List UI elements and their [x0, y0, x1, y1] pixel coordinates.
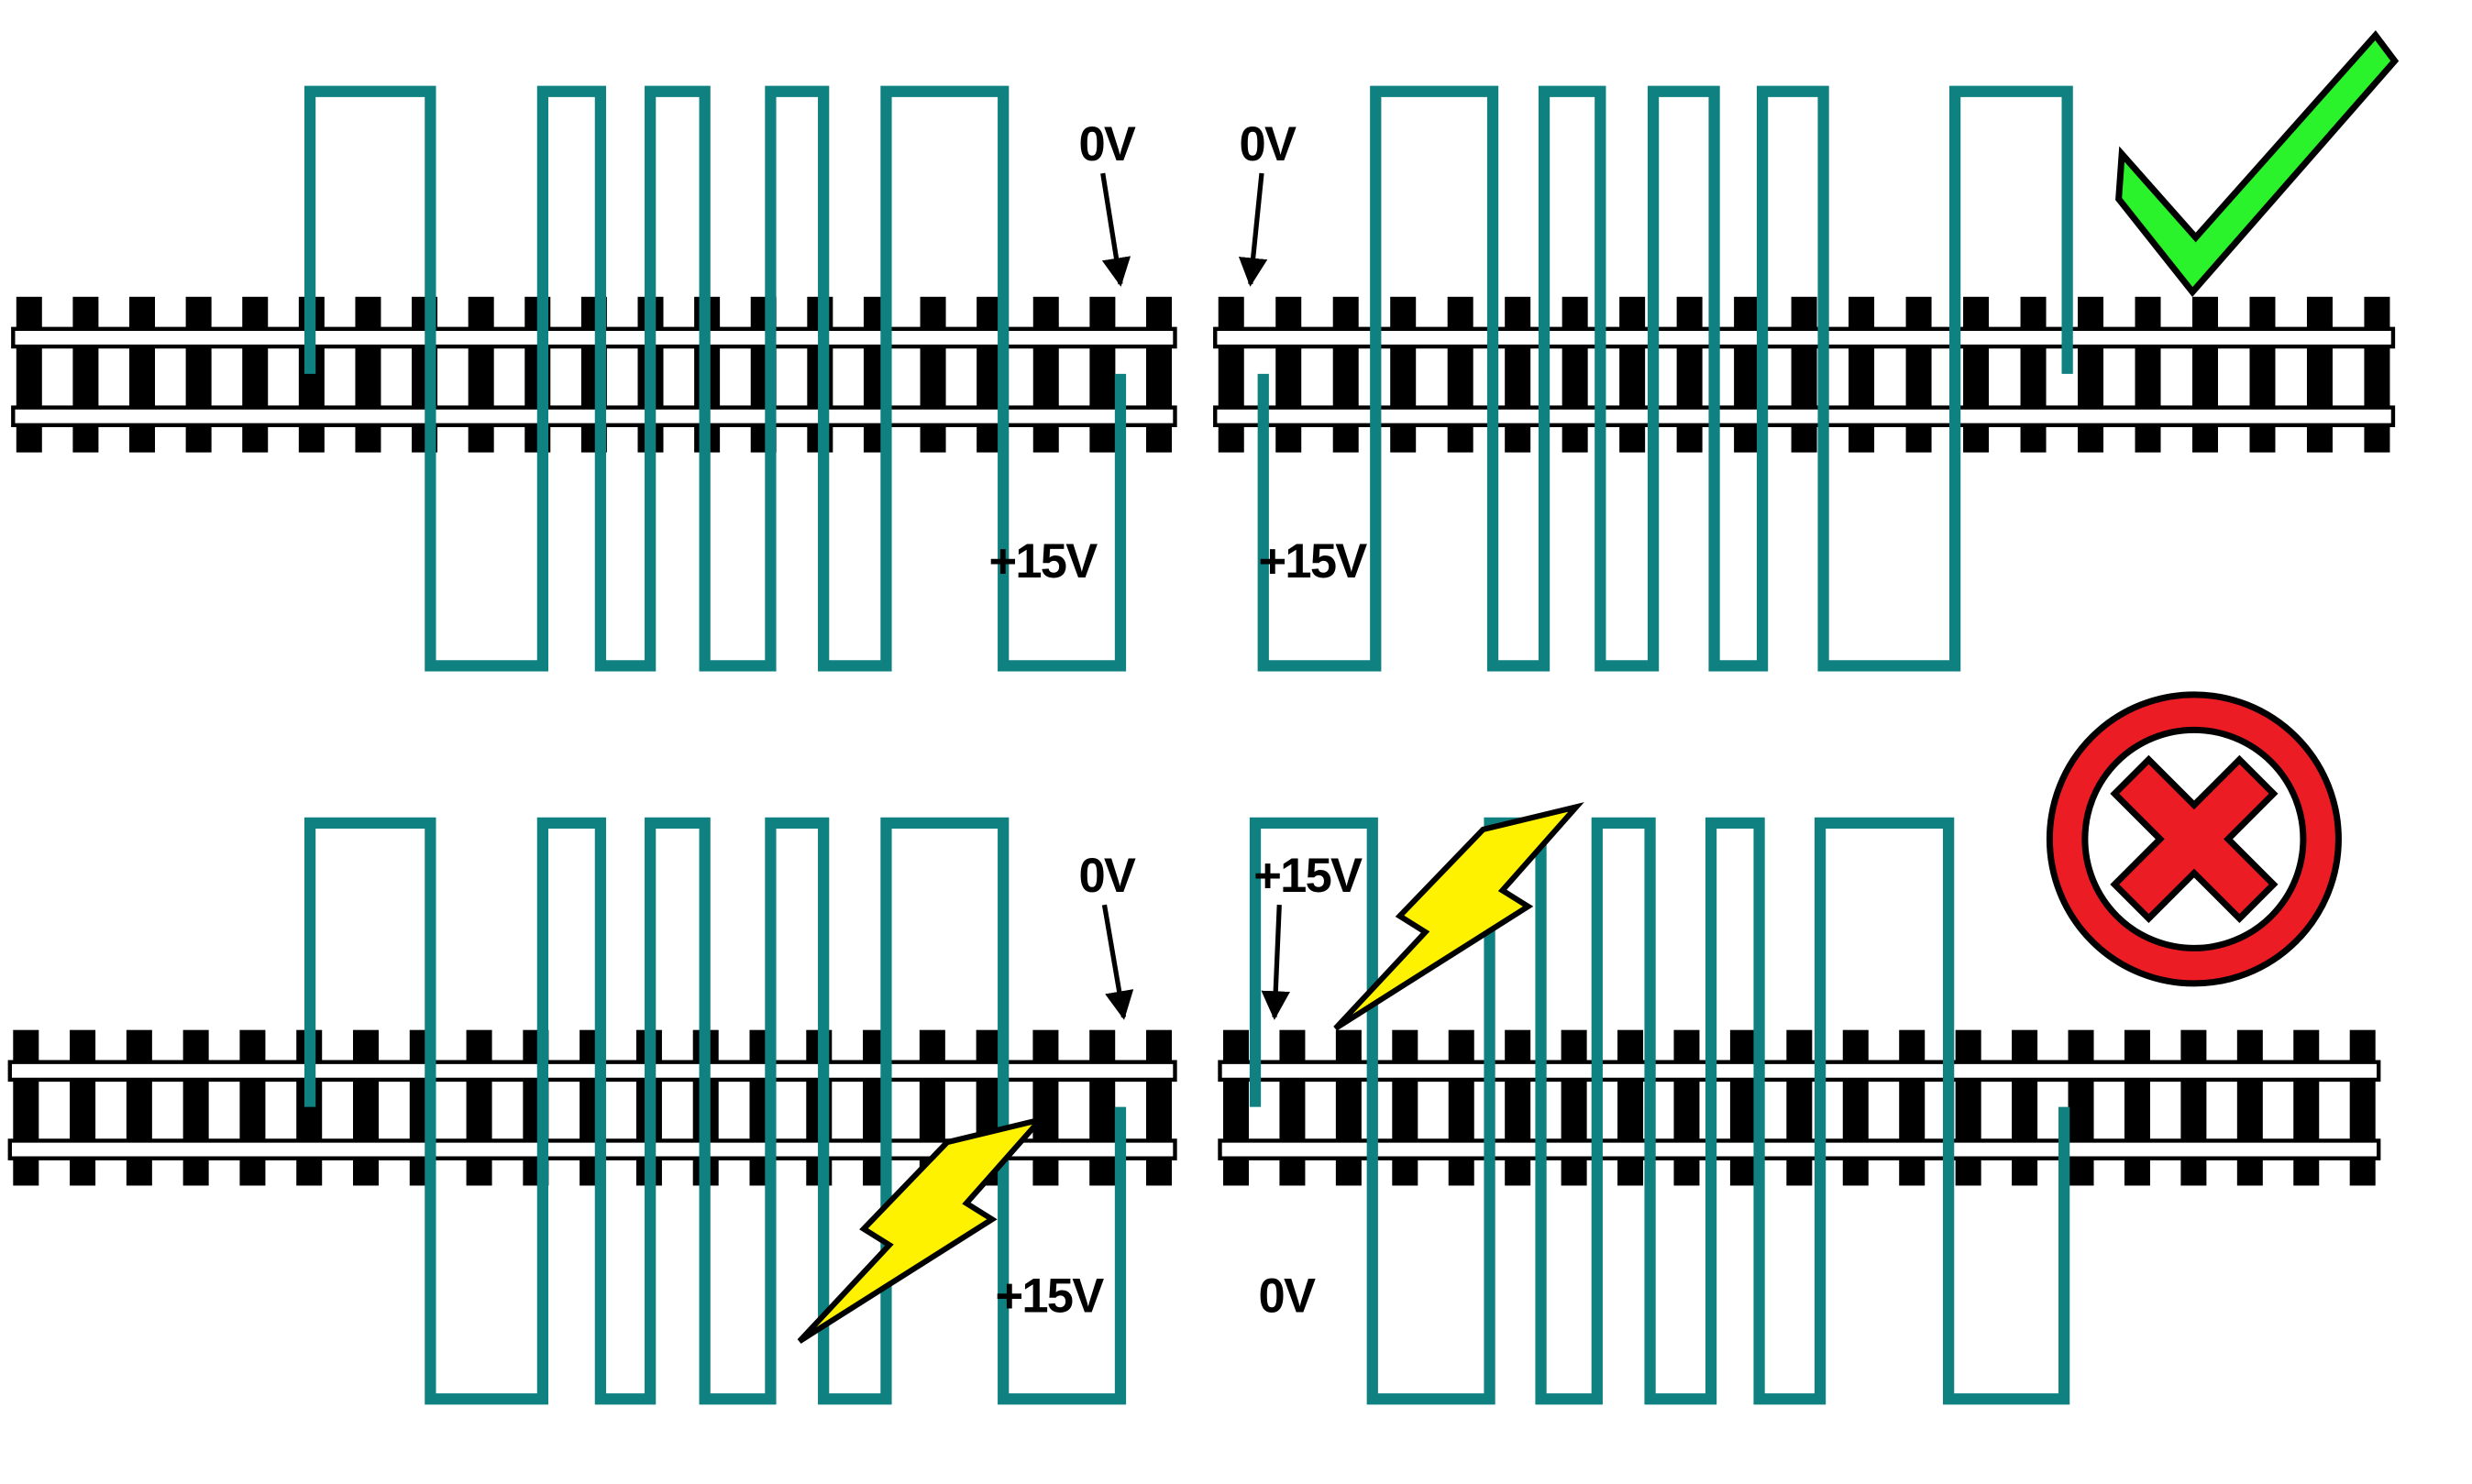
dcc-signal-waveform [303, 817, 1127, 1405]
track-tie [1390, 296, 1417, 453]
track-tie [129, 296, 156, 453]
track-tie [1619, 296, 1646, 453]
track-tie [1145, 1029, 1172, 1186]
track-tie [1145, 296, 1172, 453]
zero-volt-label: 0V [1078, 849, 1135, 903]
track-tie [2012, 1029, 2038, 1186]
lightning-bolt-icon [1333, 802, 1584, 1031]
cross-circle-icon [2046, 691, 2342, 987]
top-left-track: 0V +15V [11, 85, 1177, 672]
track-tie [2135, 296, 2161, 453]
track-tie [1786, 1029, 1813, 1186]
track-tie [1279, 1029, 1306, 1186]
track-tie [242, 296, 269, 453]
track-tie [2020, 296, 2047, 453]
track-tie [2306, 296, 2333, 453]
plus-fifteen-volt-label: +15V [995, 1270, 1104, 1324]
track-tie [1275, 296, 1302, 453]
top-right-track: 0V +15V [1213, 85, 2396, 672]
track-tie [1032, 296, 1059, 453]
track-tie [72, 296, 99, 453]
track-tie [2124, 1029, 2150, 1186]
plus-fifteen-volt-label: +15V [1259, 534, 1368, 588]
check-icon [2115, 29, 2400, 298]
pointer-arrow [1101, 904, 1134, 1020]
pointer-arrow [1100, 172, 1131, 287]
track-tie [1335, 1029, 1362, 1186]
track-tie [355, 296, 381, 453]
track-tie [1222, 1029, 1250, 1186]
rail [1213, 405, 2396, 428]
track-tie [1032, 1029, 1059, 1186]
track-tie [1505, 296, 1531, 453]
zero-volt-label: 0V [1259, 1270, 1316, 1324]
track-tie [1332, 296, 1359, 453]
track-tie [1392, 1029, 1418, 1186]
track-tie [2068, 1029, 2094, 1186]
track-tie [1561, 1029, 1587, 1186]
dcc-signal-waveform [1249, 817, 2070, 1405]
track-tie [2078, 296, 2104, 453]
track-tie [1729, 1029, 1756, 1186]
track-tie [1447, 296, 1473, 453]
track-tie [468, 296, 494, 453]
track-tie [185, 296, 212, 453]
track-panels: 0V +15V 0V +15V 0V +15V +15V 0V [7, 85, 2396, 1405]
track-tie [1448, 1029, 1474, 1186]
plus-fifteen-volt-label: +15V [1253, 849, 1363, 903]
track-tie [1842, 1029, 1869, 1186]
track-tie [1899, 1029, 1926, 1186]
track-tie [2349, 1029, 2376, 1186]
track-tie [1734, 296, 1760, 453]
dcc-signal-waveform [1257, 85, 2073, 672]
status-icons [797, 29, 2400, 1344]
track-tie [1963, 296, 1990, 453]
track-tie [2191, 296, 2218, 453]
pointer-arrow [1261, 905, 1290, 1020]
track-tie [466, 1029, 492, 1186]
track-tie [1848, 296, 1875, 453]
track-tie [1505, 1029, 1531, 1186]
track-tie [70, 1029, 96, 1186]
track-tie [1562, 296, 1588, 453]
bottom-left-track: 0V +15V [7, 817, 1177, 1405]
track-tie [1089, 1029, 1116, 1186]
track-tie [2364, 296, 2390, 453]
track-tie [13, 1029, 39, 1186]
track-tie [1905, 296, 1932, 453]
track-tie [2236, 1029, 2263, 1186]
track-tie [2249, 296, 2276, 453]
bottom-right-track: +15V 0V [1218, 817, 2381, 1405]
rail [1218, 1060, 2381, 1083]
track-tie [920, 296, 946, 453]
track-tie [2180, 1029, 2207, 1186]
track-tie [16, 296, 42, 453]
track-tie [1955, 1029, 1981, 1186]
track-tie [126, 1029, 152, 1186]
track-tie [353, 1029, 380, 1186]
zero-volt-label: 0V [1078, 117, 1135, 171]
lightning-bolt-icon [797, 1115, 1049, 1344]
plus-fifteen-volt-label: +15V [988, 534, 1098, 588]
track-tie [1791, 296, 1817, 453]
track-tie [1676, 296, 1703, 453]
track-tie [239, 1029, 266, 1186]
rail [1218, 1138, 2381, 1160]
track-tie [2293, 1029, 2320, 1186]
rail [1213, 326, 2396, 349]
track-tie [182, 1029, 209, 1186]
track-tie [1218, 296, 1244, 453]
pointer-arrow [1238, 172, 1268, 287]
track-tie [1617, 1029, 1644, 1186]
dcc-signal-waveform [303, 85, 1127, 672]
track-tie [1089, 296, 1116, 453]
track-tie [1673, 1029, 1700, 1186]
zero-volt-label: 0V [1240, 117, 1297, 171]
